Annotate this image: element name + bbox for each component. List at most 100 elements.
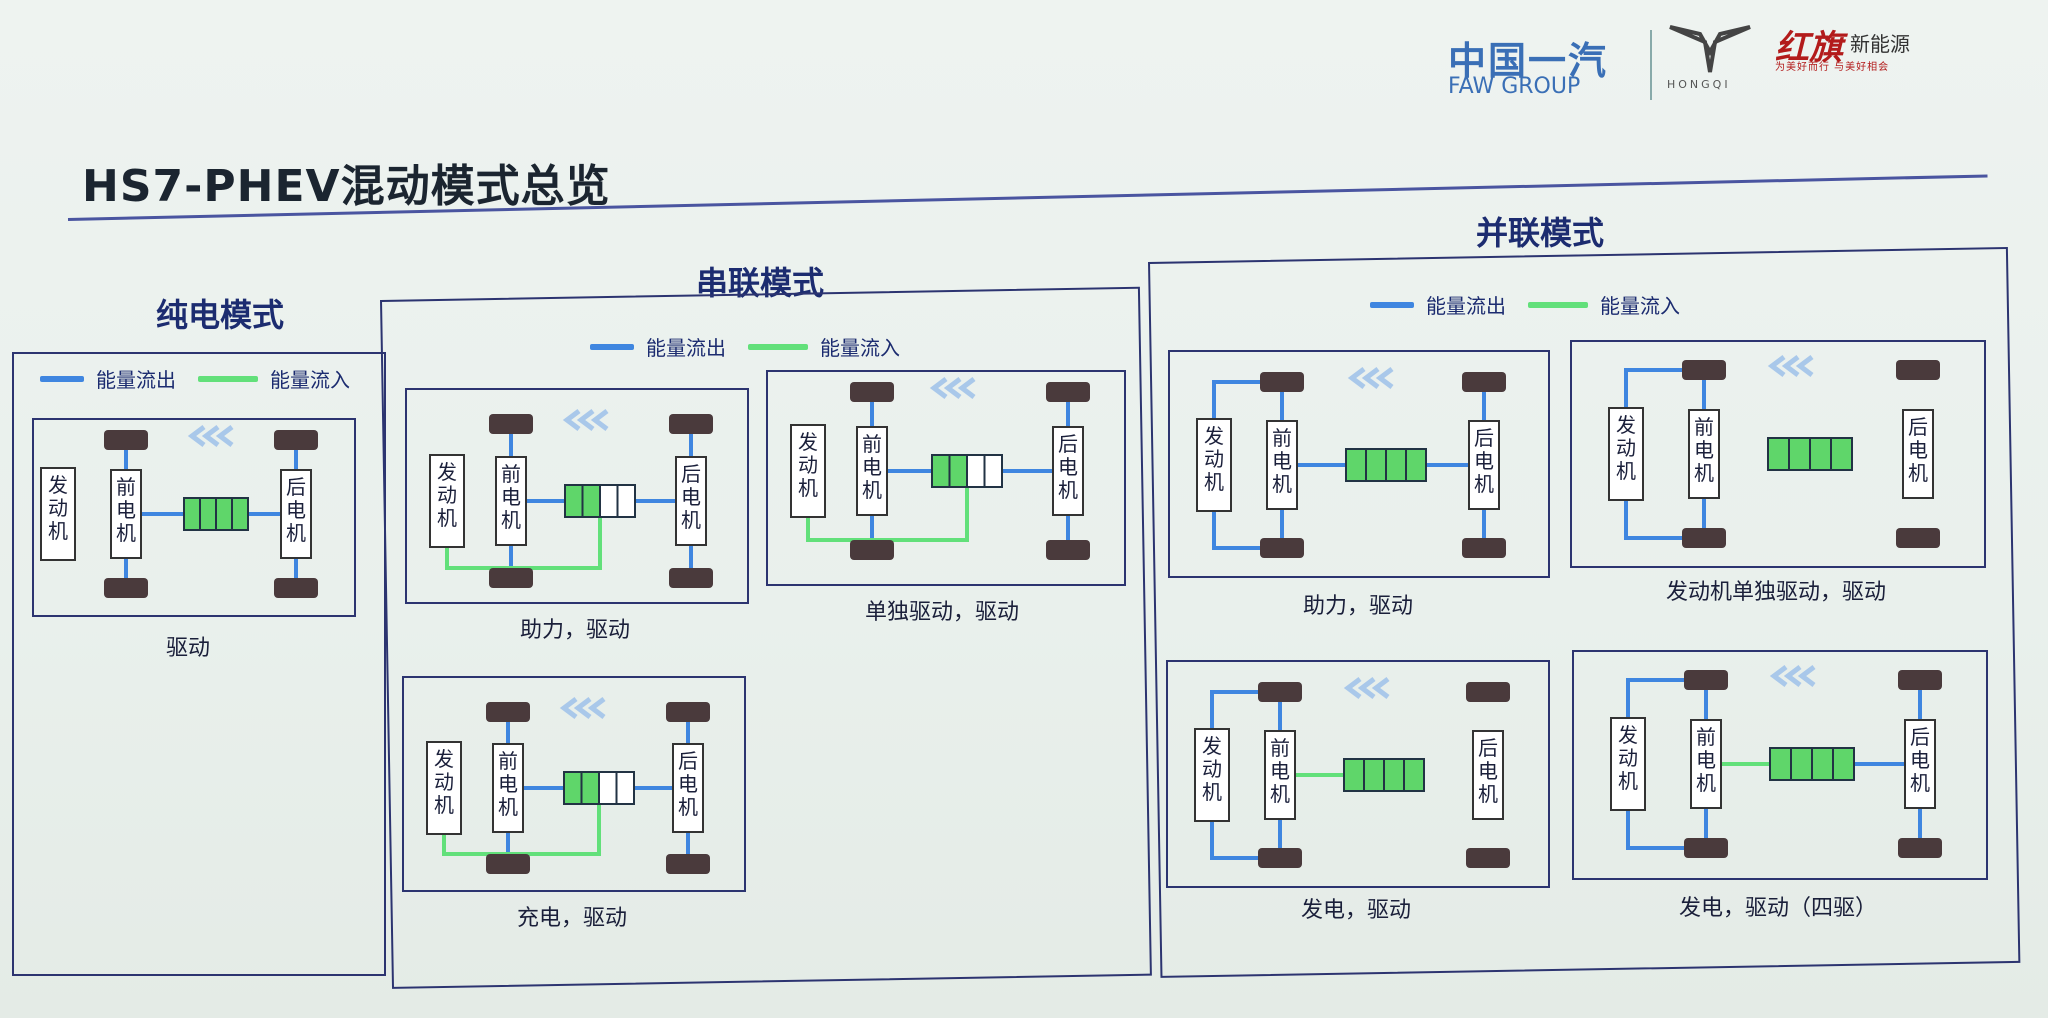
svg-text:动: 动 <box>437 483 457 507</box>
energy-out-label: 能量流出 <box>1426 294 1506 318</box>
svg-text:后: 后 <box>678 749 698 773</box>
front-motor-box <box>1266 420 1298 510</box>
front-motor-box <box>1264 730 1296 820</box>
front-motor-label: 前电机 <box>862 432 882 502</box>
battery-icon <box>183 497 249 531</box>
svg-text:机: 机 <box>862 478 882 502</box>
series-solo-caption: 单独驱动，驱动 <box>864 600 1019 625</box>
ev-drive-caption: 驱动 <box>165 636 210 661</box>
wheel-icon <box>1260 538 1304 558</box>
svg-text:发: 发 <box>1202 734 1222 758</box>
front-motor-label: 前电机 <box>116 475 136 545</box>
engine-label: 发动机 <box>48 473 68 543</box>
rear-motor-label: 后电机 <box>1058 432 1078 502</box>
engine-label: 发动机 <box>434 747 454 817</box>
svg-text:发: 发 <box>1618 723 1638 747</box>
svg-text:前: 前 <box>862 432 882 456</box>
front-motor-label: 前电机 <box>1270 736 1290 806</box>
battery-icon <box>1343 758 1425 792</box>
wheel-icon <box>850 540 894 560</box>
wheel-icon <box>489 414 533 434</box>
svg-text:前: 前 <box>1696 725 1716 749</box>
svg-text:电: 电 <box>681 485 701 509</box>
hongqi-logo-en: HONGQI <box>1667 78 1731 91</box>
svg-text:机: 机 <box>1694 461 1714 485</box>
svg-text:前: 前 <box>501 462 521 486</box>
rear-motor-box <box>1902 409 1934 499</box>
energy-in-label: 能量流入 <box>1600 294 1680 318</box>
front-motor-label: 前电机 <box>1696 725 1716 795</box>
svg-text:动: 动 <box>434 770 454 794</box>
svg-text:机: 机 <box>1204 470 1224 494</box>
wheel-icon <box>669 414 713 434</box>
logo-divider <box>1650 30 1652 100</box>
engine-label: 发动机 <box>1202 734 1222 804</box>
rear-motor-box <box>1468 420 1500 510</box>
svg-text:后: 后 <box>1478 736 1498 760</box>
rear-motor-label: 后电机 <box>681 462 701 532</box>
hongqi-logo-cn: 红旗 <box>1775 28 1843 68</box>
svg-text:机: 机 <box>681 508 701 532</box>
engine-box <box>429 454 465 548</box>
engine-box <box>1610 717 1646 811</box>
svg-text:机: 机 <box>116 521 136 545</box>
engine-label: 发动机 <box>1616 413 1636 483</box>
svg-text:动: 动 <box>1618 746 1638 770</box>
svg-text:电: 电 <box>678 772 698 796</box>
wheel-icon <box>486 854 530 874</box>
direction-chevrons-icon <box>1767 355 1814 377</box>
svg-text:机: 机 <box>501 508 521 532</box>
svg-text:机: 机 <box>498 795 518 819</box>
wheel-icon <box>1898 670 1942 690</box>
svg-text:动: 动 <box>1616 436 1636 460</box>
wheel-icon <box>1046 382 1090 402</box>
battery-icon <box>1769 747 1855 781</box>
series-mode-title: 串联模式 <box>695 264 824 302</box>
svg-text:发: 发 <box>437 460 457 484</box>
energy-out-label: 能量流出 <box>646 336 726 360</box>
wheel-icon <box>1682 360 1726 380</box>
series-charge-diagram: 前电机后电机发动机 <box>402 676 746 892</box>
parallel-mode-title: 并联模式 <box>1475 214 1604 252</box>
svg-text:电: 电 <box>116 498 136 522</box>
svg-text:机: 机 <box>48 519 68 543</box>
front-motor-label: 前电机 <box>498 749 518 819</box>
svg-text:电: 电 <box>1270 759 1290 783</box>
rear-motor-label: 后电机 <box>1908 415 1928 485</box>
ev-drive-diagram: 前电机 后电机 发动机 <box>32 418 356 617</box>
rear-motor-label: 后电机 <box>678 749 698 819</box>
wheel-icon <box>1466 848 1510 868</box>
wheel-icon <box>1258 848 1302 868</box>
energy-out-swatch <box>40 375 84 382</box>
svg-text:电: 电 <box>1910 748 1930 772</box>
energy-out-swatch <box>590 343 634 350</box>
svg-text:电: 电 <box>1058 455 1078 479</box>
svg-text:后: 后 <box>1908 415 1928 439</box>
wheel-icon <box>104 430 148 450</box>
series-assist-caption: 助力，驱动 <box>519 618 630 643</box>
direction-chevrons-icon <box>929 377 976 399</box>
engine-label: 发动机 <box>437 460 457 530</box>
svg-text:后: 后 <box>681 462 701 486</box>
engine-label: 发动机 <box>798 430 818 500</box>
rear-motor-label: 后电机 <box>1910 725 1930 795</box>
svg-text:后: 后 <box>1910 725 1930 749</box>
new-energy-label: 新能源 <box>1850 32 1910 56</box>
svg-text:机: 机 <box>286 521 306 545</box>
wheel-icon <box>1260 372 1304 392</box>
engine-box <box>1196 418 1232 512</box>
svg-text:机: 机 <box>1616 459 1636 483</box>
direction-chevrons-icon <box>1347 367 1394 389</box>
wheel-icon <box>666 854 710 874</box>
parallel-assist-caption: 助力，驱动 <box>1302 594 1413 619</box>
page-title: HS7-PHEV混动模式总览 <box>82 161 611 212</box>
front-motor-box <box>492 743 524 833</box>
rear-motor-label: 后电机 <box>286 475 306 545</box>
svg-text:动: 动 <box>1202 757 1222 781</box>
battery-icon <box>1767 437 1853 471</box>
wheel-icon <box>669 568 713 588</box>
wheel-icon <box>1258 682 1302 702</box>
front-motor-label: 前电机 <box>501 462 521 532</box>
rear-motor-box <box>1472 730 1504 820</box>
svg-text:后: 后 <box>1058 432 1078 456</box>
